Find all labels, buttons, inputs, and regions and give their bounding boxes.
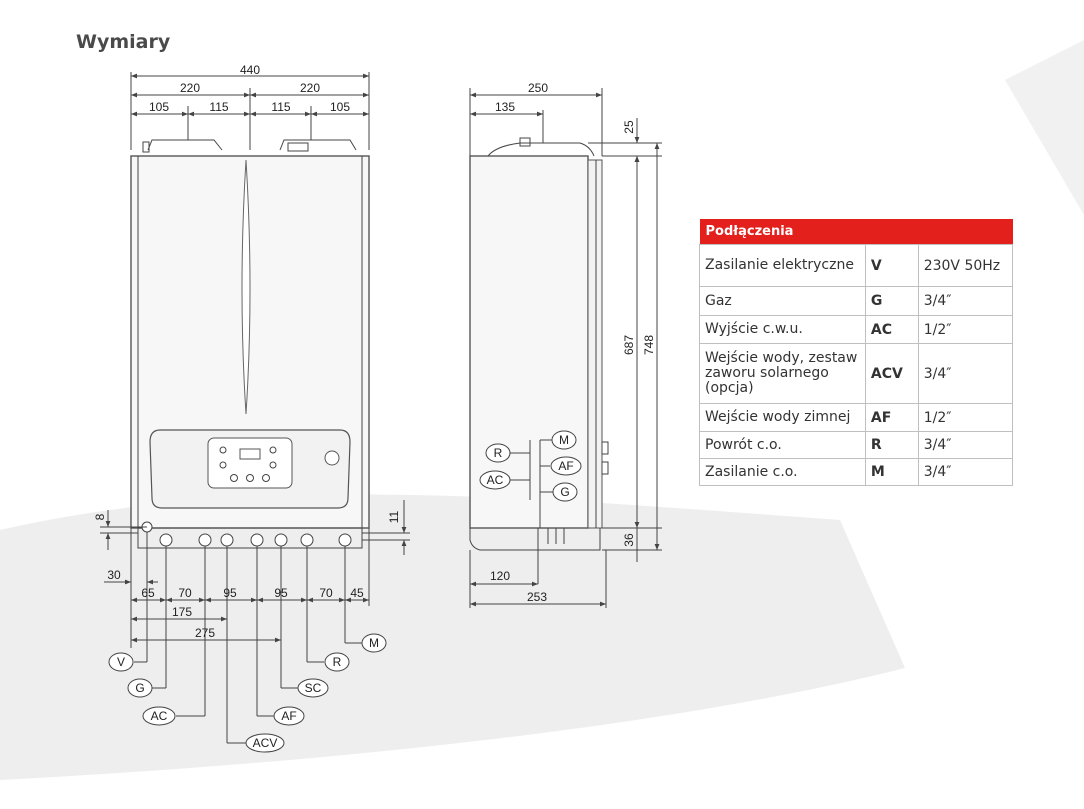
connections-table-header: Podłączenia xyxy=(699,219,1013,245)
side-view-dimensions xyxy=(469,88,662,608)
side-view-boiler xyxy=(469,137,609,584)
connection-value: 3/4″ xyxy=(917,343,1014,404)
connection-code: R xyxy=(864,431,919,459)
page-title: Wymiary xyxy=(76,31,171,53)
table-row: Zasilanie c.o. M 3/4″ xyxy=(699,458,1014,486)
connection-code: G xyxy=(864,286,919,316)
front-dim-115-right: 115 xyxy=(271,100,290,114)
front-dim-width: 440 xyxy=(240,63,260,77)
side-label-af: AF xyxy=(550,456,582,476)
side-dim-120: 120 xyxy=(490,569,510,583)
table-row: Wyjście c.w.u. AC 1/2″ xyxy=(699,315,1014,344)
front-view-boiler xyxy=(130,139,370,549)
connections-table: Podłączenia Zasilanie elektryczne V 230V… xyxy=(699,219,1014,486)
connection-value: 3/4″ xyxy=(917,431,1014,459)
connection-code: M xyxy=(864,458,919,486)
connection-name: Powrót c.o. xyxy=(699,431,866,459)
side-label-r-text: R xyxy=(494,446,503,460)
front-dim-70-right: 70 xyxy=(319,586,333,600)
table-row: Gaz G 3/4″ xyxy=(699,286,1014,316)
front-label-g: G xyxy=(127,678,153,698)
front-dim-30: 30 xyxy=(107,568,121,582)
side-label-r: R xyxy=(485,443,511,463)
label-r-text: R xyxy=(333,655,342,669)
side-label-m: M xyxy=(551,430,577,450)
connection-name: Wejście wody, zestaw zaworu solarnego (o… xyxy=(699,343,866,404)
front-label-r: R xyxy=(324,652,350,672)
table-row: Wejście wody, zestaw zaworu solarnego (o… xyxy=(699,343,1014,404)
front-dim-115-left: 115 xyxy=(209,100,228,114)
table-row: Wejście wody zimnej AF 1/2″ xyxy=(699,403,1014,432)
side-dim-depth: 250 xyxy=(528,81,548,95)
front-dim-95-left: 95 xyxy=(223,586,237,600)
label-v-text: V xyxy=(117,655,125,669)
side-label-g-text: G xyxy=(560,485,569,499)
front-dim-11: 11 xyxy=(387,510,401,523)
front-dim-70-left: 70 xyxy=(178,586,192,600)
front-dim-105-right: 105 xyxy=(330,100,350,114)
front-label-v: V xyxy=(108,652,134,672)
label-acv-text: ACV xyxy=(253,736,278,750)
side-dim-25: 25 xyxy=(622,120,636,134)
front-dim-175: 175 xyxy=(172,605,192,619)
front-dim-8: 8 xyxy=(93,513,107,520)
label-sc-text: SC xyxy=(305,681,322,695)
side-dim-135: 135 xyxy=(495,100,515,114)
front-dim-275: 275 xyxy=(195,626,215,640)
front-dim-45: 45 xyxy=(350,586,364,600)
side-dim-687: 687 xyxy=(622,335,636,355)
connection-name: Zasilanie c.o. xyxy=(699,458,866,486)
connection-name: Wyjście c.w.u. xyxy=(699,315,866,344)
connection-name: Gaz xyxy=(699,286,866,316)
front-label-ac: AC xyxy=(142,706,176,726)
connection-value: 3/4″ xyxy=(917,458,1014,486)
front-label-sc: SC xyxy=(297,678,329,698)
table-row: Powrót c.o. R 3/4″ xyxy=(699,431,1014,459)
label-g-text: G xyxy=(135,681,144,695)
label-af-text: AF xyxy=(281,709,296,723)
side-dim-253: 253 xyxy=(527,590,547,604)
front-dim-half-left: 220 xyxy=(180,81,200,95)
connection-name: Zasilanie elektryczne xyxy=(699,244,866,287)
connection-code: AF xyxy=(864,403,919,432)
front-dim-65: 65 xyxy=(141,586,155,600)
side-label-g: G xyxy=(552,482,578,502)
connection-name: Wejście wody zimnej xyxy=(699,403,866,432)
connection-code: AC xyxy=(864,315,919,344)
side-label-ac: AC xyxy=(479,470,511,490)
front-label-acv: ACV xyxy=(245,733,285,753)
front-view-dimensions xyxy=(100,72,410,744)
side-label-m-text: M xyxy=(559,433,569,447)
connection-value: 3/4″ xyxy=(917,286,1014,316)
side-label-ac-text: AC xyxy=(487,473,504,487)
front-label-m: M xyxy=(361,633,387,653)
label-m-text: M xyxy=(369,636,379,650)
side-label-af-text: AF xyxy=(558,459,573,473)
connection-code: V xyxy=(864,244,919,287)
table-row: Zasilanie elektryczne V 230V 50Hz xyxy=(699,244,1014,287)
front-dim-95-right: 95 xyxy=(274,586,288,600)
connection-value: 1/2″ xyxy=(917,315,1014,344)
front-label-af: AF xyxy=(273,706,305,726)
side-dim-36: 36 xyxy=(622,533,636,547)
label-ac-text: AC xyxy=(151,709,168,723)
connection-value: 1/2″ xyxy=(917,403,1014,432)
front-dim-half-right: 220 xyxy=(300,81,320,95)
side-dim-748: 748 xyxy=(642,335,656,355)
connection-value: 230V 50Hz xyxy=(917,244,1014,287)
connection-code: ACV xyxy=(864,343,919,404)
front-dim-105-left: 105 xyxy=(149,100,169,114)
